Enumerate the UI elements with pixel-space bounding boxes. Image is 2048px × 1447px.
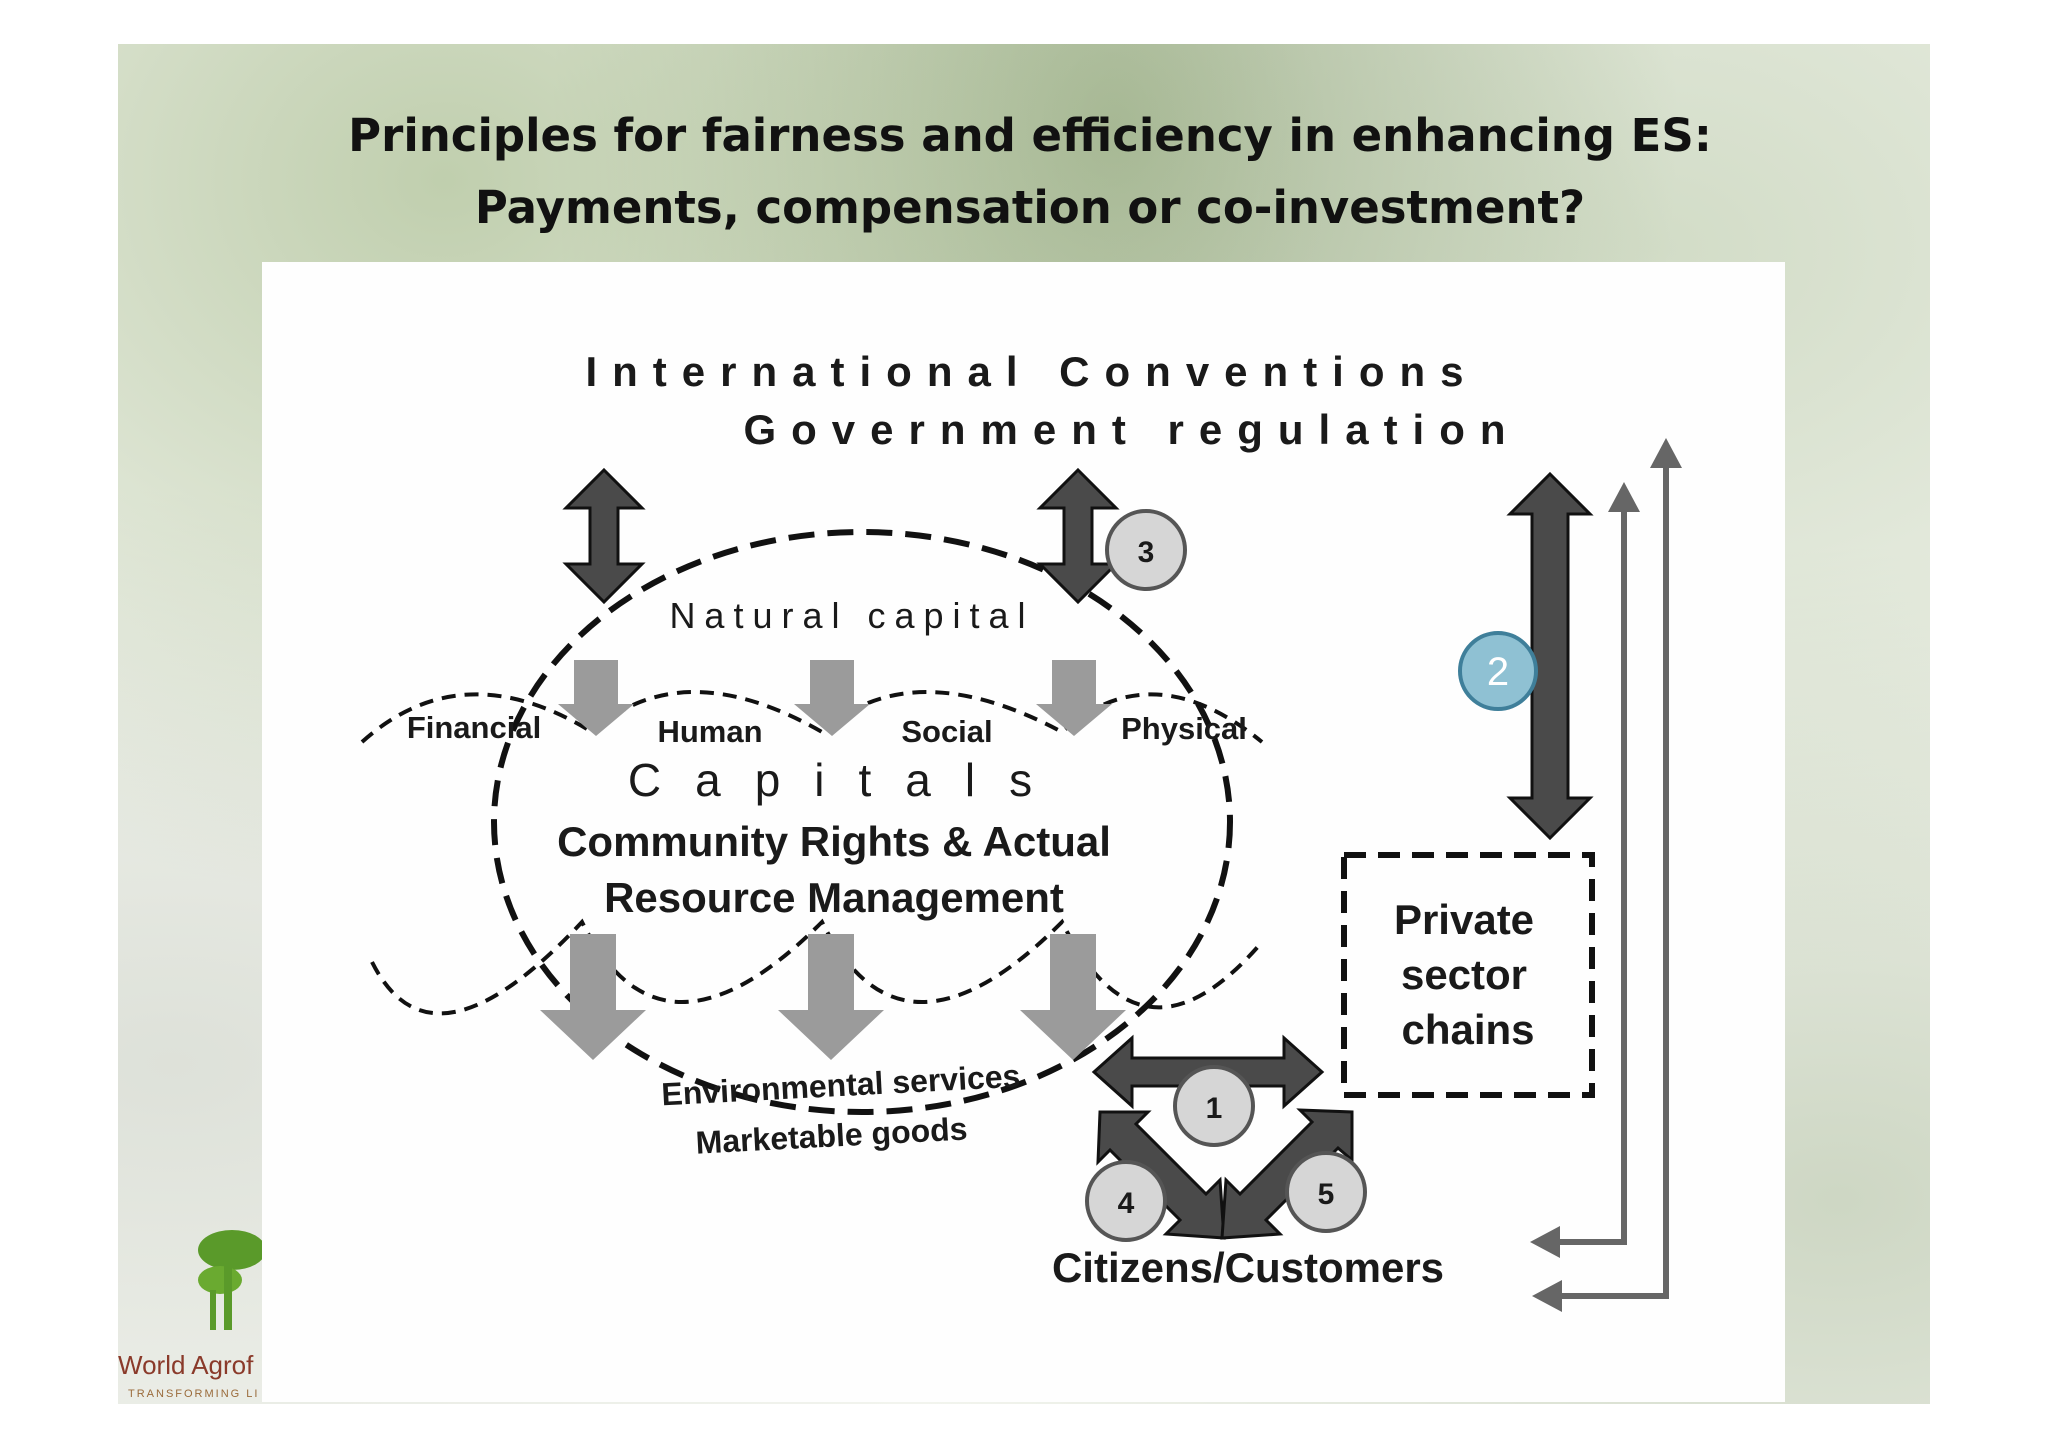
center-label-line1: Community Rights & Actual bbox=[557, 818, 1111, 865]
arrowhead-left bbox=[1532, 1280, 1562, 1312]
top-label-conventions: International Conventions bbox=[585, 348, 1478, 395]
down-arrow bbox=[540, 934, 646, 1060]
feedback-lines bbox=[1546, 452, 1669, 1299]
capitals-bottom-arcs bbox=[370, 918, 1264, 1016]
natural-capital-label: Natural capital bbox=[669, 595, 1034, 636]
badge-3-label: 3 bbox=[1138, 536, 1155, 569]
slide-title: Principles for fairness and efficiency i… bbox=[250, 100, 1810, 244]
down-arrow bbox=[1036, 660, 1112, 736]
capitals-top-arcs bbox=[360, 690, 1264, 744]
outputs-label-line2: Marketable goods bbox=[695, 1110, 969, 1160]
feedback-line-outer bbox=[1548, 452, 1669, 1299]
outputs-label-line1: Environmental services bbox=[661, 1058, 1022, 1113]
arrowhead-up bbox=[1650, 438, 1682, 468]
down-arrow bbox=[778, 934, 884, 1060]
double-arrow-regulation-private bbox=[1506, 471, 1594, 841]
private-sector-line2: sector bbox=[1401, 951, 1527, 998]
badge-2: 2 bbox=[1458, 631, 1538, 711]
badge-1-label: 1 bbox=[1206, 1092, 1223, 1125]
badge-2-label: 2 bbox=[1487, 650, 1509, 694]
citizens-label: Citizens/Customers bbox=[1052, 1244, 1444, 1291]
diagram-panel: International Conventions Government reg… bbox=[262, 262, 1785, 1402]
slide-title-line2: Payments, compensation or co-investment? bbox=[474, 181, 1586, 234]
tree-logo-icon bbox=[198, 1230, 262, 1330]
badge-5: 5 bbox=[1285, 1151, 1367, 1233]
arrowhead-up bbox=[1608, 482, 1640, 512]
natural-capital-arrows bbox=[558, 660, 1112, 736]
badge-4-label: 4 bbox=[1118, 1187, 1135, 1220]
top-label-regulation: Government regulation bbox=[743, 406, 1520, 453]
badge-4: 4 bbox=[1085, 1160, 1167, 1242]
top-double-arrows bbox=[562, 467, 1594, 841]
arrowhead-left bbox=[1530, 1226, 1560, 1258]
down-arrow bbox=[1020, 934, 1126, 1060]
private-sector-line3: chains bbox=[1401, 1006, 1534, 1053]
diagram-canvas: International Conventions Government reg… bbox=[360, 348, 1682, 1312]
diagonal-arrows bbox=[1096, 1108, 1354, 1240]
capitals-heading: Capitals bbox=[628, 754, 1066, 806]
double-arrow-vertical bbox=[1036, 467, 1120, 605]
badge-5-label: 5 bbox=[1318, 1178, 1335, 1211]
badge-1: 1 bbox=[1173, 1065, 1255, 1147]
feedback-arrowheads bbox=[1530, 438, 1682, 1312]
private-sector-box bbox=[1341, 852, 1595, 1098]
double-arrow-vertical bbox=[562, 467, 646, 605]
community-ellipse bbox=[491, 529, 1233, 1115]
outputs-arrows bbox=[540, 934, 1126, 1060]
private-sector-line1: Private bbox=[1394, 896, 1534, 943]
double-arrow-diagonal-5 bbox=[1220, 1108, 1354, 1240]
badge-3: 3 bbox=[1105, 509, 1187, 591]
capital-financial: Financial bbox=[407, 710, 541, 745]
logo-name: World Agrof bbox=[118, 1350, 254, 1380]
down-arrow bbox=[794, 660, 870, 736]
capital-social: Social bbox=[901, 714, 992, 749]
logo-area bbox=[0, 1200, 262, 1420]
down-arrow bbox=[558, 660, 634, 736]
slide-title-line1: Principles for fairness and efficiency i… bbox=[348, 109, 1712, 162]
capital-human: Human bbox=[657, 714, 762, 749]
feedback-line-inner bbox=[1546, 508, 1627, 1245]
logo-tagline: TRANSFORMING LI bbox=[128, 1388, 260, 1400]
capital-physical: Physical bbox=[1121, 711, 1247, 746]
center-label-line2: Resource Management bbox=[604, 874, 1064, 921]
